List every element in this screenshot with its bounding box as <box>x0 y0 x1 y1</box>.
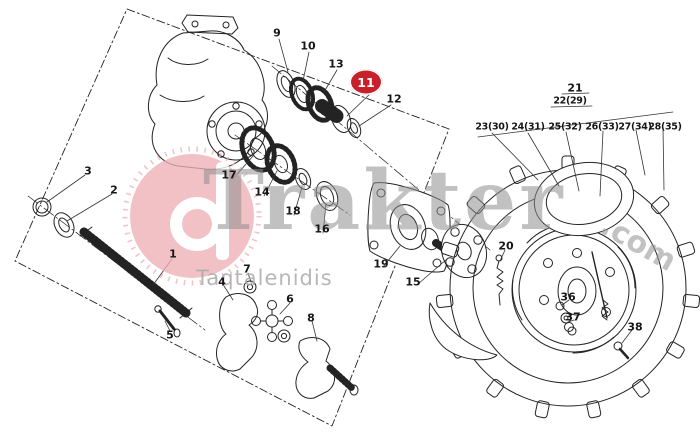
part-callout-36: 36 <box>560 290 576 304</box>
part-callout-23-30: 23(30) <box>475 121 509 133</box>
part-callout-15: 15 <box>405 275 421 289</box>
part-callout-38: 38 <box>627 320 643 334</box>
part-callout-18: 18 <box>285 204 301 218</box>
part-callout-22-29: 22(29) <box>553 95 587 107</box>
part-callout-16: 16 <box>314 222 330 236</box>
part-callout-6: 6 <box>286 292 294 306</box>
bolt-and-spring <box>495 254 504 306</box>
part-callout-4: 4 <box>218 275 226 289</box>
small-hardware <box>555 251 630 360</box>
curved-bracket <box>428 302 498 361</box>
part-callout-14: 14 <box>254 185 270 199</box>
part-callout-8: 8 <box>307 311 315 325</box>
part-callout-17: 17 <box>221 168 237 182</box>
highlighted-part-callout-11: 11 <box>349 69 383 95</box>
part-callout-7: 7 <box>243 262 251 276</box>
part-callout-26-33: 26(33) <box>585 121 619 133</box>
countershaft-gears <box>239 125 339 211</box>
part-callout-3: 3 <box>84 164 92 178</box>
part-callout-24-31: 24(31) <box>511 121 545 133</box>
part-callout-20: 20 <box>498 239 514 253</box>
part-callout-2: 2 <box>110 183 118 197</box>
part-callout-9: 9 <box>273 26 281 40</box>
part-callout-27-34: 27(34) <box>618 121 652 133</box>
part-callout-37: 37 <box>565 310 581 324</box>
part-callout-1: 1 <box>169 247 177 261</box>
part-callout-12: 12 <box>386 92 402 106</box>
callout-bracket-lines <box>477 92 674 197</box>
axle-shaft <box>32 197 193 319</box>
part-callout-28-35: 28(35) <box>648 121 682 133</box>
watermark-logo <box>122 146 262 286</box>
part-callout-10: 10 <box>300 39 316 53</box>
part-callout-13: 13 <box>328 57 344 71</box>
universal-joint-fork <box>216 280 359 399</box>
part-callout-21: 21 <box>567 81 583 95</box>
assembly-boundary <box>14 8 450 427</box>
input-shaft-gear-cluster <box>276 70 362 139</box>
cross-journal <box>251 300 293 342</box>
wheel <box>435 155 700 419</box>
leader-lines <box>46 38 633 344</box>
part-callout-5: 5 <box>166 328 174 342</box>
output-hub-flange <box>421 223 488 279</box>
part-callout-25-32: 25(32) <box>548 121 582 133</box>
part-callout-19: 19 <box>373 257 389 271</box>
small-bolt <box>154 305 181 338</box>
